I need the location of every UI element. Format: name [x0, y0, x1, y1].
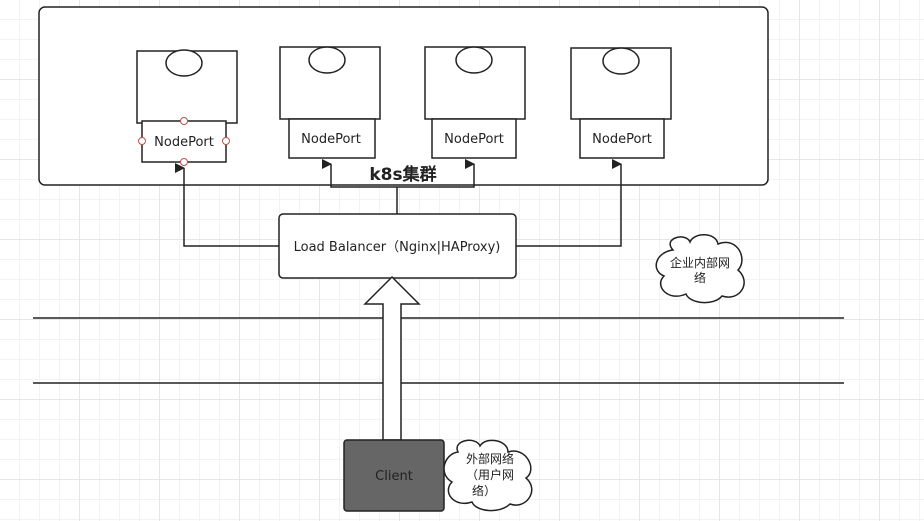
node-3-pod-icon: [455, 46, 493, 74]
external-network-cloud[interactable]: [443, 439, 533, 512]
load-balancer-box[interactable]: [278, 213, 517, 279]
client-to-lb-arrow[interactable]: [363, 275, 421, 441]
node-1-handle-right[interactable]: [222, 137, 230, 145]
node-2[interactable]: NodePort: [279, 46, 381, 159]
node-4-pod-icon: [602, 47, 640, 75]
node-1-handle-left[interactable]: [138, 137, 146, 145]
node-2-nodeport-box[interactable]: [288, 118, 376, 159]
external-network-label-line-2: （用户网: [466, 467, 514, 482]
node-2-nodeport-label: NodePort: [301, 132, 361, 147]
connector-lb-to-node-1[interactable]: [175, 163, 279, 247]
node-4-nodeport-box[interactable]: [579, 118, 665, 159]
client-box[interactable]: [343, 439, 445, 512]
node-2-pod-icon: [308, 46, 346, 74]
node-3[interactable]: NodePort: [424, 46, 526, 159]
connector-lb-to-node-3[interactable]: [397, 159, 475, 188]
cluster-title: k8s集群: [369, 164, 436, 185]
connector-lb-to-node-4[interactable]: [516, 159, 622, 247]
node-4-nodeport-label: NodePort: [592, 132, 652, 147]
connector-lb-to-node-2[interactable]: [322, 159, 397, 188]
node-1-nodeport-label: NodePort: [154, 135, 214, 150]
internal-network-cloud[interactable]: [655, 234, 745, 304]
node-1-handle-top[interactable]: [180, 117, 188, 125]
node-3-nodeport-label: NodePort: [444, 132, 504, 147]
client-label: Client: [375, 469, 413, 484]
internal-network-label-line-1: 企业内部网: [670, 255, 730, 270]
node-1-pod-icon: [165, 49, 203, 77]
node-4[interactable]: NodePort: [570, 47, 672, 159]
load-balancer-label: Load Balancer（Nginx|HAProxy): [294, 240, 501, 255]
node-1-handle-bottom[interactable]: [180, 158, 188, 166]
internal-network-label-line-2: 络: [694, 270, 706, 285]
external-network-label-line-1: 外部网络: [466, 451, 514, 466]
external-network-label-line-3: 络）: [472, 483, 496, 498]
node-1[interactable]: NodePort: [136, 49, 238, 166]
node-3-nodeport-box[interactable]: [431, 118, 517, 159]
